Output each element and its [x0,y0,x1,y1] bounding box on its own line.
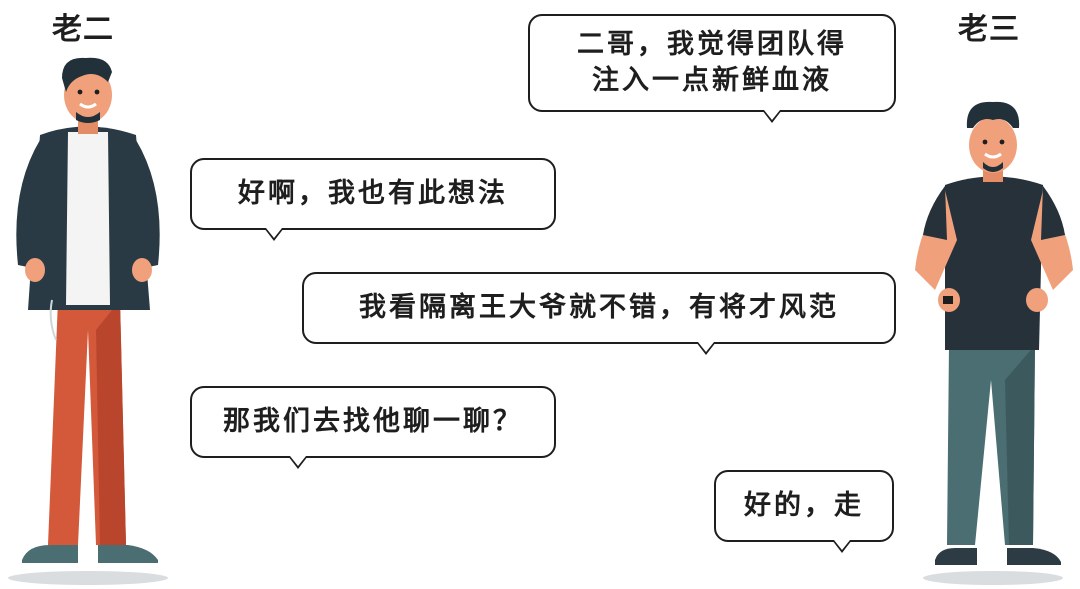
bubble-1-line-2: 注入一点新鲜血液 [592,65,832,96]
character-illustration-right [915,101,1073,585]
speech-bubble-3: 我看隔离王大爷就不错，有将才风范 [302,272,896,355]
character-name-right: 老三 [958,12,1020,47]
speech-bubble-5: 好的，走 [714,470,894,553]
speech-bubble-2: 好啊，我也有此想法 [190,158,556,241]
bubble-2-line-1: 好啊，我也有此想法 [238,178,508,209]
bubble-3-line-1: 我看隔离王大爷就不错，有将才风范 [359,292,839,323]
bubble-5-line-1: 好的，走 [744,490,864,521]
speech-bubble-1: 二哥，我觉得团队得 注入一点新鲜血液 [528,14,896,123]
bubble-1-line-1: 二哥，我觉得团队得 [577,29,847,60]
character-illustration-left [8,57,168,585]
speech-bubble-4: 那我们去找他聊一聊？ [190,386,556,469]
bubble-4-line-1: 那我们去找他聊一聊？ [223,406,523,437]
character-name-left: 老二 [52,12,114,47]
